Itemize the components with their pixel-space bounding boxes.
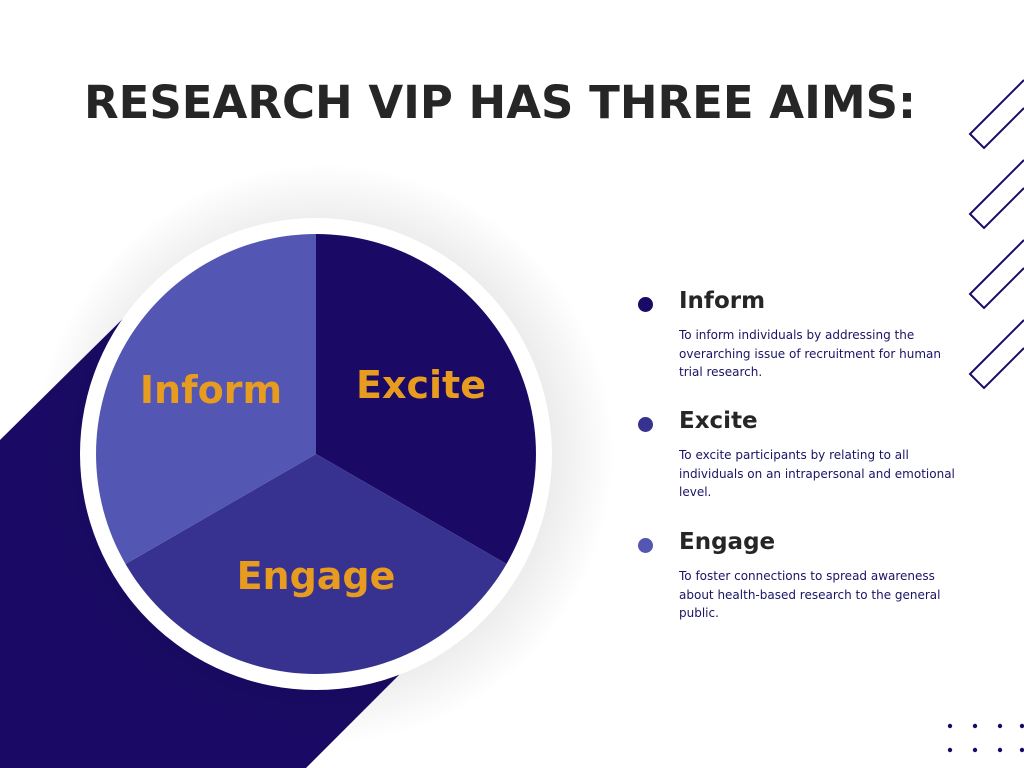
decorative-stripe (968, 159, 1024, 230)
decorative-dot-grid (947, 723, 1024, 753)
bullet-dot (638, 538, 653, 553)
decorative-stripe (968, 319, 1024, 390)
decorative-stripe (968, 239, 1024, 310)
bullet-dot (638, 297, 653, 312)
pie-slice-inform (96, 234, 316, 564)
aim-description: To foster connections to spread awarenes… (679, 569, 941, 620)
bullet-dot (638, 417, 653, 432)
aim-title: Excite (679, 408, 758, 434)
aim-description: To excite participants by relating to al… (679, 448, 955, 499)
pie-slice-excite (316, 234, 536, 564)
pie-label-excite: Excite (356, 363, 486, 407)
pie-slice-engage (125, 454, 507, 674)
decorative-stripes (968, 79, 1024, 390)
aim-title: Engage (679, 529, 776, 555)
aim-title: Inform (679, 288, 766, 314)
page-title: RESEARCH VIP HAS THREE AIMS: (83, 76, 917, 129)
pie-label-inform: Inform (140, 368, 282, 412)
aim-description: To inform individuals by addressing the … (679, 328, 941, 379)
decorative-stripe (968, 79, 1024, 150)
pie-label-engage: Engage (237, 554, 396, 598)
